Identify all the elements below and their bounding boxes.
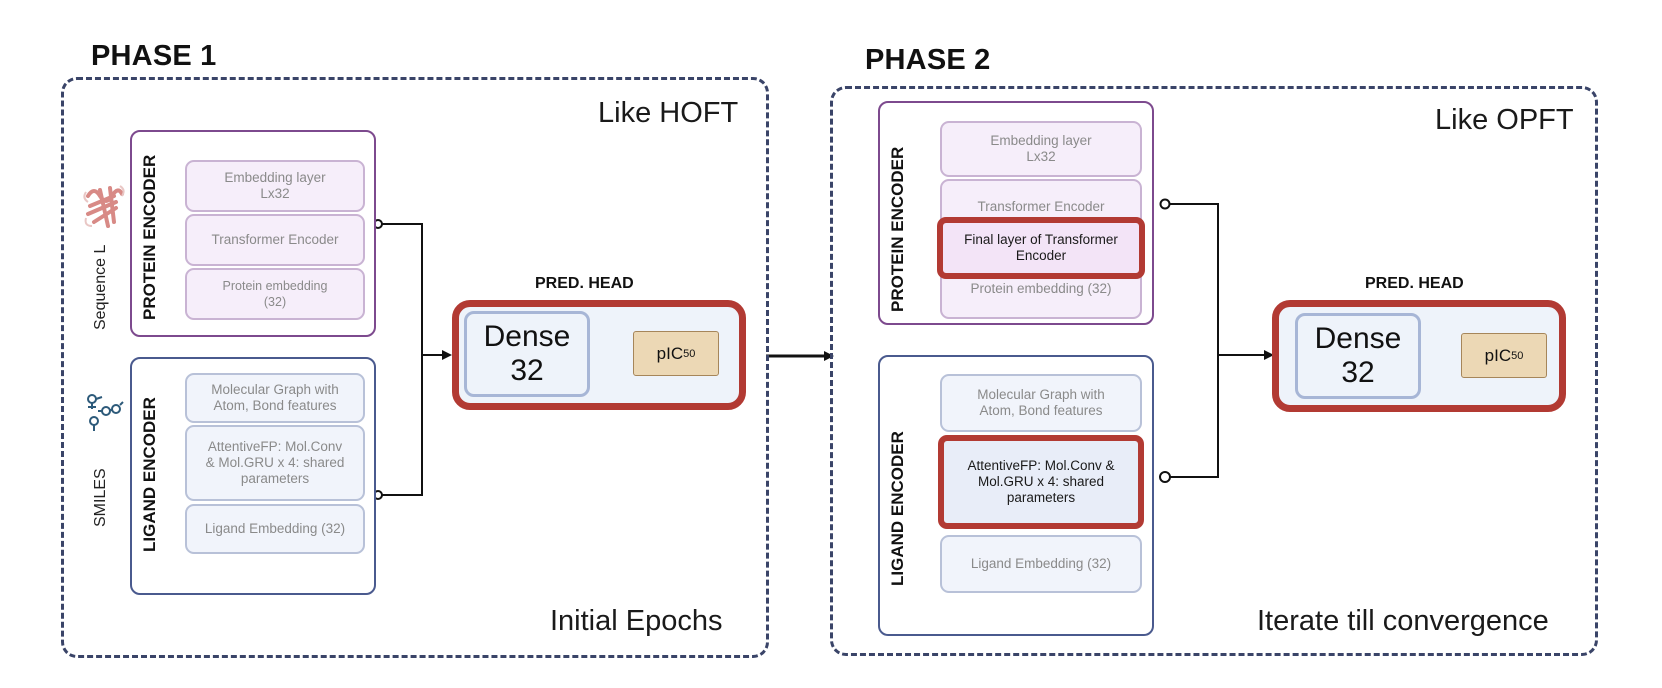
phase1-container (61, 77, 769, 658)
dense-label: Dense (1314, 322, 1402, 355)
phase1-ligand-embedding: Ligand Embedding (32) (185, 504, 365, 554)
phase1-molecular-graph: Molecular Graph with Atom, Bond features (185, 373, 365, 423)
dense-size: 32 (1341, 356, 1375, 389)
phase1-transformer-encoder: Transformer Encoder (185, 214, 365, 266)
phase1-embedding-layer: Embedding layer Lx32 (185, 160, 365, 212)
phase1-protein-embedding: Protein embedding (32) (185, 268, 365, 320)
phase2-dense-layer: Dense 32 (1295, 313, 1421, 399)
protein-structure-icon (83, 185, 125, 228)
phase1-protein-encoder-title: PROTEIN ENCODER (140, 154, 159, 320)
phase1-bottom-label: Initial Epochs (550, 605, 723, 637)
dense-label: Dense (483, 320, 571, 353)
phase1-pred-head-title: PRED. HEAD (535, 275, 634, 292)
phase1-attentivefp: AttentiveFP: Mol.Conv & Mol.GRU x 4: sha… (185, 425, 365, 501)
phase1-dense-layer: Dense 32 (464, 311, 590, 397)
phase2-final-transformer-layer-highlighted: Final layer of Transformer Encoder (937, 217, 1145, 279)
phase1-top-label: Like HOFT (598, 97, 739, 129)
molecule-icon (87, 394, 124, 431)
ligand-input-label: SMILES (92, 468, 109, 527)
phase2-title: PHASE 2 (865, 44, 991, 76)
phase2-ligand-encoder-title: LIGAND ENCODER (888, 431, 907, 586)
phase1-title: PHASE 1 (91, 40, 217, 72)
phase2-attentivefp-highlighted: AttentiveFP: Mol.Conv & Mol.GRU x 4: sha… (938, 435, 1144, 529)
phase2-bottom-label: Iterate till convergence (1257, 605, 1549, 637)
phase2-protein-encoder-title: PROTEIN ENCODER (888, 146, 907, 312)
phase2-ligand-embedding: Ligand Embedding (32) (940, 535, 1142, 593)
phase2-top-label: Like OPFT (1435, 104, 1574, 136)
phase2-connector (1159, 198, 1463, 483)
phase1-ligand-encoder-title: LIGAND ENCODER (140, 397, 159, 552)
dense-size: 32 (510, 354, 544, 387)
protein-input-label: Sequence L (92, 244, 109, 330)
phase2-protein-embedding: Protein embedding (32) (970, 281, 1112, 296)
phase2-molecular-graph: Molecular Graph with Atom, Bond features (940, 374, 1142, 432)
phase2-container (830, 86, 1598, 656)
phase2-pred-head-title: PRED. HEAD (1365, 275, 1464, 292)
phase2-embedding-layer: Embedding layer Lx32 (940, 121, 1142, 177)
